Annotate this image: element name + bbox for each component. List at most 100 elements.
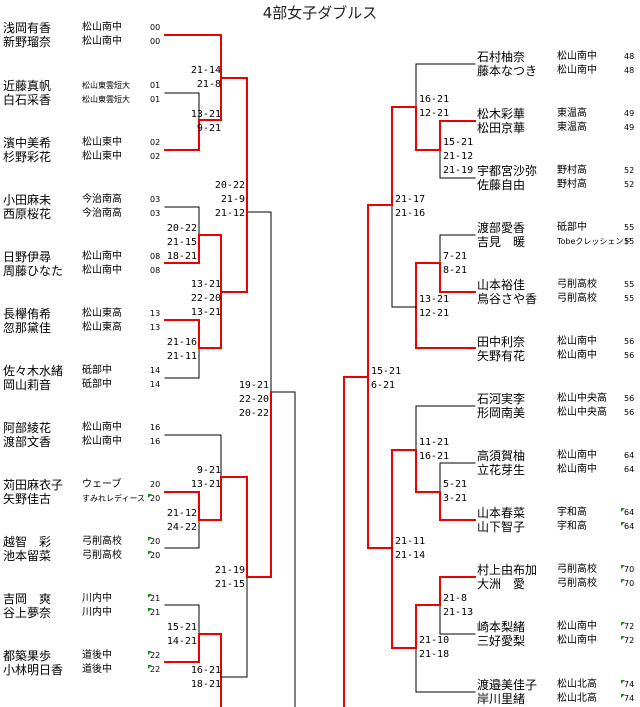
line-r-q2 — [391, 204, 417, 308]
school-name: 弓削高校 — [557, 578, 597, 589]
school-name: 松山南中 — [82, 22, 122, 33]
player-name: 越智 彩 — [3, 535, 52, 549]
school-name: 松山南中 — [557, 336, 597, 347]
line-02 — [164, 77, 222, 151]
player-name: 新野瑠奈 — [3, 35, 52, 49]
comment-marker-icon — [621, 579, 625, 583]
entry-number: 16 — [150, 423, 161, 432]
entry-number: 55 — [624, 223, 635, 232]
player-name: 宇都宮沙弥 — [477, 164, 538, 178]
entry-number: 08 — [150, 252, 161, 261]
player-name: 村上由布加 — [477, 563, 538, 577]
school-name: 弓削高校 — [557, 564, 597, 575]
entry-number: 49 — [624, 123, 635, 132]
comment-marker-icon — [148, 651, 152, 655]
school-name: 松山南中 — [82, 422, 122, 433]
entry-number: 08 — [150, 266, 161, 275]
line-55b — [415, 262, 476, 308]
player-name: 浅岡有香 — [3, 21, 52, 35]
player-name: 渡部文香 — [3, 435, 52, 449]
entry-number: 14 — [150, 380, 161, 389]
entry-number: 56 — [624, 408, 635, 417]
comment-marker-icon — [621, 622, 625, 626]
player-name: 佐藤自由 — [477, 178, 526, 192]
school-name: 野村高 — [557, 179, 587, 190]
line-74 — [415, 647, 476, 693]
entry-number: 74 — [624, 680, 635, 689]
player-name: 立花芽生 — [477, 463, 526, 477]
school-name: 宇和高 — [557, 521, 587, 532]
entry-number: 64 — [624, 451, 635, 460]
player-name: 松木彩華 — [477, 107, 526, 121]
school-name: 松山中央高 — [557, 407, 607, 418]
entry-number: 48 — [624, 66, 635, 75]
comment-marker-icon — [148, 537, 152, 541]
school-name: 松山南中 — [557, 350, 597, 361]
line-q4 — [220, 576, 248, 678]
entry-number: 22 — [150, 651, 161, 660]
player-name: 苅田麻衣子 — [3, 478, 64, 492]
entry-number: 21 — [150, 594, 161, 603]
line-final-right — [343, 376, 369, 707]
entry-number: 56 — [624, 351, 635, 360]
entry-number: 48 — [624, 52, 635, 61]
line-64b — [391, 449, 476, 549]
entry-number: 01 — [150, 81, 161, 90]
entry-number: 03 — [150, 209, 161, 218]
entry-number: 21 — [150, 608, 161, 617]
comment-marker-icon — [148, 608, 152, 612]
player-name: 都築果歩 — [3, 649, 52, 663]
line-70 — [439, 576, 476, 606]
player-name: 形岡南美 — [477, 406, 526, 420]
line-q2 — [198, 211, 248, 349]
player-name: 池本留菜 — [3, 549, 52, 563]
player-name: 吉岡 爽 — [3, 592, 52, 606]
line-20a — [164, 491, 200, 521]
entry-number: 20 — [150, 551, 161, 560]
line-r-s2 — [367, 376, 393, 549]
school-name: 松山南中 — [557, 65, 597, 76]
school-name: 松山南中 — [557, 51, 597, 62]
school-name: 松山東中 — [82, 151, 122, 162]
line-q3 — [198, 476, 248, 578]
player-name: 山下智子 — [477, 520, 526, 534]
entry-number: 64 — [624, 508, 635, 517]
player-name: 渡邉美佳子 — [477, 678, 538, 692]
school-name: 道後中 — [82, 664, 112, 675]
line-03 — [164, 206, 200, 236]
player-name: 石村柚奈 — [477, 50, 526, 64]
player-name: 大洲 愛 — [477, 577, 526, 591]
school-name: 川内中 — [82, 607, 112, 618]
comment-marker-icon — [621, 508, 625, 512]
comment-marker-icon — [621, 565, 625, 569]
entry-number: 16 — [150, 437, 161, 446]
player-name: 吉見 暖 — [477, 235, 526, 249]
entry-number: 03 — [150, 195, 161, 204]
school-name: 砥部中 — [82, 379, 112, 390]
school-name: 松山東高 — [82, 322, 122, 333]
line-20b — [164, 519, 200, 549]
player-name: 近藤真帆 — [3, 79, 52, 93]
school-name: 松山南中 — [82, 265, 122, 276]
school-name: 松山南中 — [557, 621, 597, 632]
line-16 — [164, 434, 222, 478]
entry-number: 64 — [624, 465, 635, 474]
player-name: 藤本なつき — [477, 64, 538, 78]
line-55a — [439, 234, 476, 264]
comment-marker-icon — [148, 494, 152, 498]
entry-number: 72 — [624, 622, 635, 631]
player-name: 岡山莉音 — [3, 378, 52, 392]
line-s1-out — [246, 211, 272, 393]
player-name: 谷上夢奈 — [3, 606, 52, 620]
comment-marker-icon — [621, 522, 625, 526]
school-name: 松山中央高 — [557, 393, 607, 404]
comment-marker-icon — [621, 680, 625, 684]
